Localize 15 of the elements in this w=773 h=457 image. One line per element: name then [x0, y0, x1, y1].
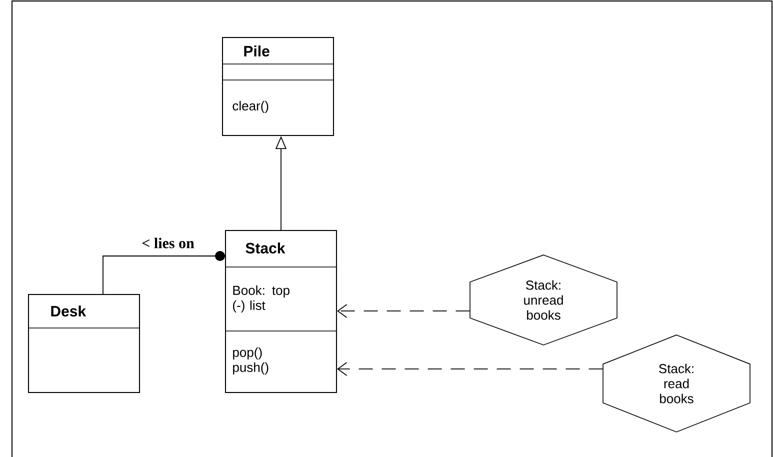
class-box [222, 37, 334, 136]
compartment-text: pop() push() [233, 347, 268, 375]
connector [337, 304, 470, 318]
connector [337, 362, 604, 376]
class-name: Stack [246, 242, 286, 254]
object-hexagon: Stack: unread books [470, 254, 618, 346]
object-hexagon: Stack: read books [602, 334, 750, 432]
edge-label: < lies on [140, 236, 196, 250]
compartment-text: Book: top (-) list [233, 285, 290, 313]
compartment-text: clear() [232, 100, 268, 114]
class-name: Desk [51, 305, 86, 316]
class-name: Pile [244, 45, 270, 56]
connector [102, 250, 225, 294]
class-box [28, 294, 140, 393]
class-box [224, 230, 337, 393]
